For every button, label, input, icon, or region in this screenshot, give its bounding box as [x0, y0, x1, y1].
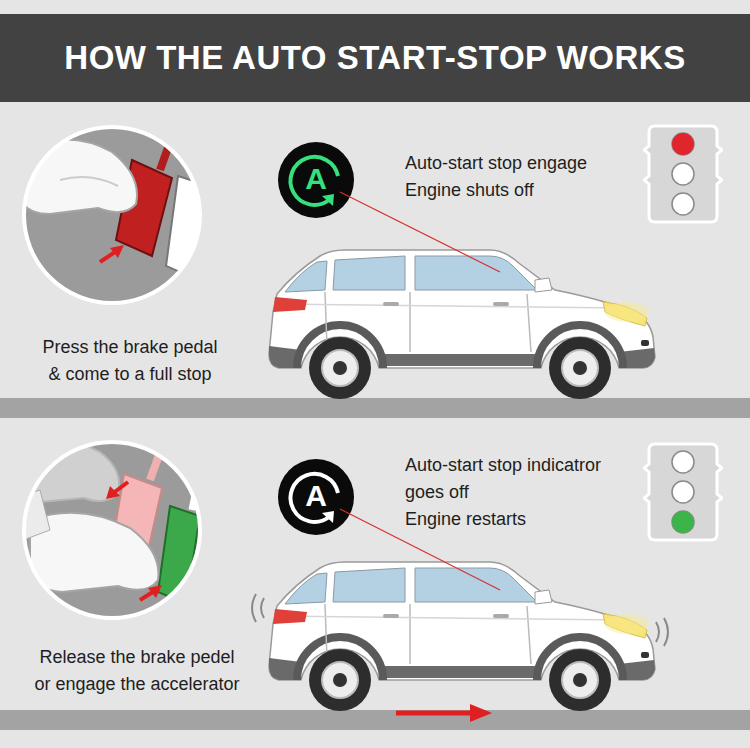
motion-lines — [252, 594, 668, 646]
traffic-light — [644, 444, 722, 540]
label-box: Engine restarts — [405, 506, 526, 533]
pedal-magnifier — [10, 118, 214, 303]
text-line: Auto-start stop indicatror — [405, 452, 601, 479]
label-box: Auto-start stop indicatror goes off — [405, 452, 601, 506]
text-line: Release the brake pedel — [34, 644, 239, 671]
caption-text: Engine shuts off — [405, 177, 534, 204]
pedal-magnifier — [10, 430, 206, 618]
caption-text: Release the brake pedel or engage the ac… — [34, 644, 239, 698]
road — [0, 398, 750, 418]
text-line: Press the brake pedal — [42, 334, 217, 361]
auto-stop-icon — [278, 142, 354, 218]
leader-line — [340, 192, 500, 272]
caption-text: Engine restarts — [405, 506, 526, 533]
direction-arrow — [396, 704, 492, 722]
label-box: Release the brake pedel or engage the ac… — [34, 644, 239, 698]
icon-letter: A — [305, 481, 327, 511]
label-box: Press the brake pedal & come to a full s… — [42, 334, 217, 388]
text-line: & come to a full stop — [42, 361, 217, 388]
title-box: HOW THE AUTO START-STOP WORKS — [0, 14, 750, 102]
auto-stop-icon — [278, 459, 354, 535]
text-line: goes off — [405, 479, 601, 506]
car — [269, 562, 655, 711]
road — [0, 710, 750, 730]
traffic-light — [644, 126, 722, 222]
icon-node: A — [278, 459, 354, 535]
label-box: Engine shuts off — [405, 177, 534, 204]
caption-text: Auto-start stop engage — [405, 150, 587, 177]
caption-text: Auto-start stop indicatror goes off — [405, 452, 601, 506]
icon-letter: A — [305, 164, 327, 194]
title: HOW THE AUTO START-STOP WORKS — [64, 39, 685, 77]
text-line: or engage the accelerator — [34, 671, 239, 698]
icon-node: A — [278, 142, 354, 218]
label-box: Auto-start stop engage — [405, 150, 587, 177]
caption-text: Press the brake pedal & come to a full s… — [42, 334, 217, 388]
title-bar — [0, 14, 750, 102]
car — [269, 250, 655, 399]
